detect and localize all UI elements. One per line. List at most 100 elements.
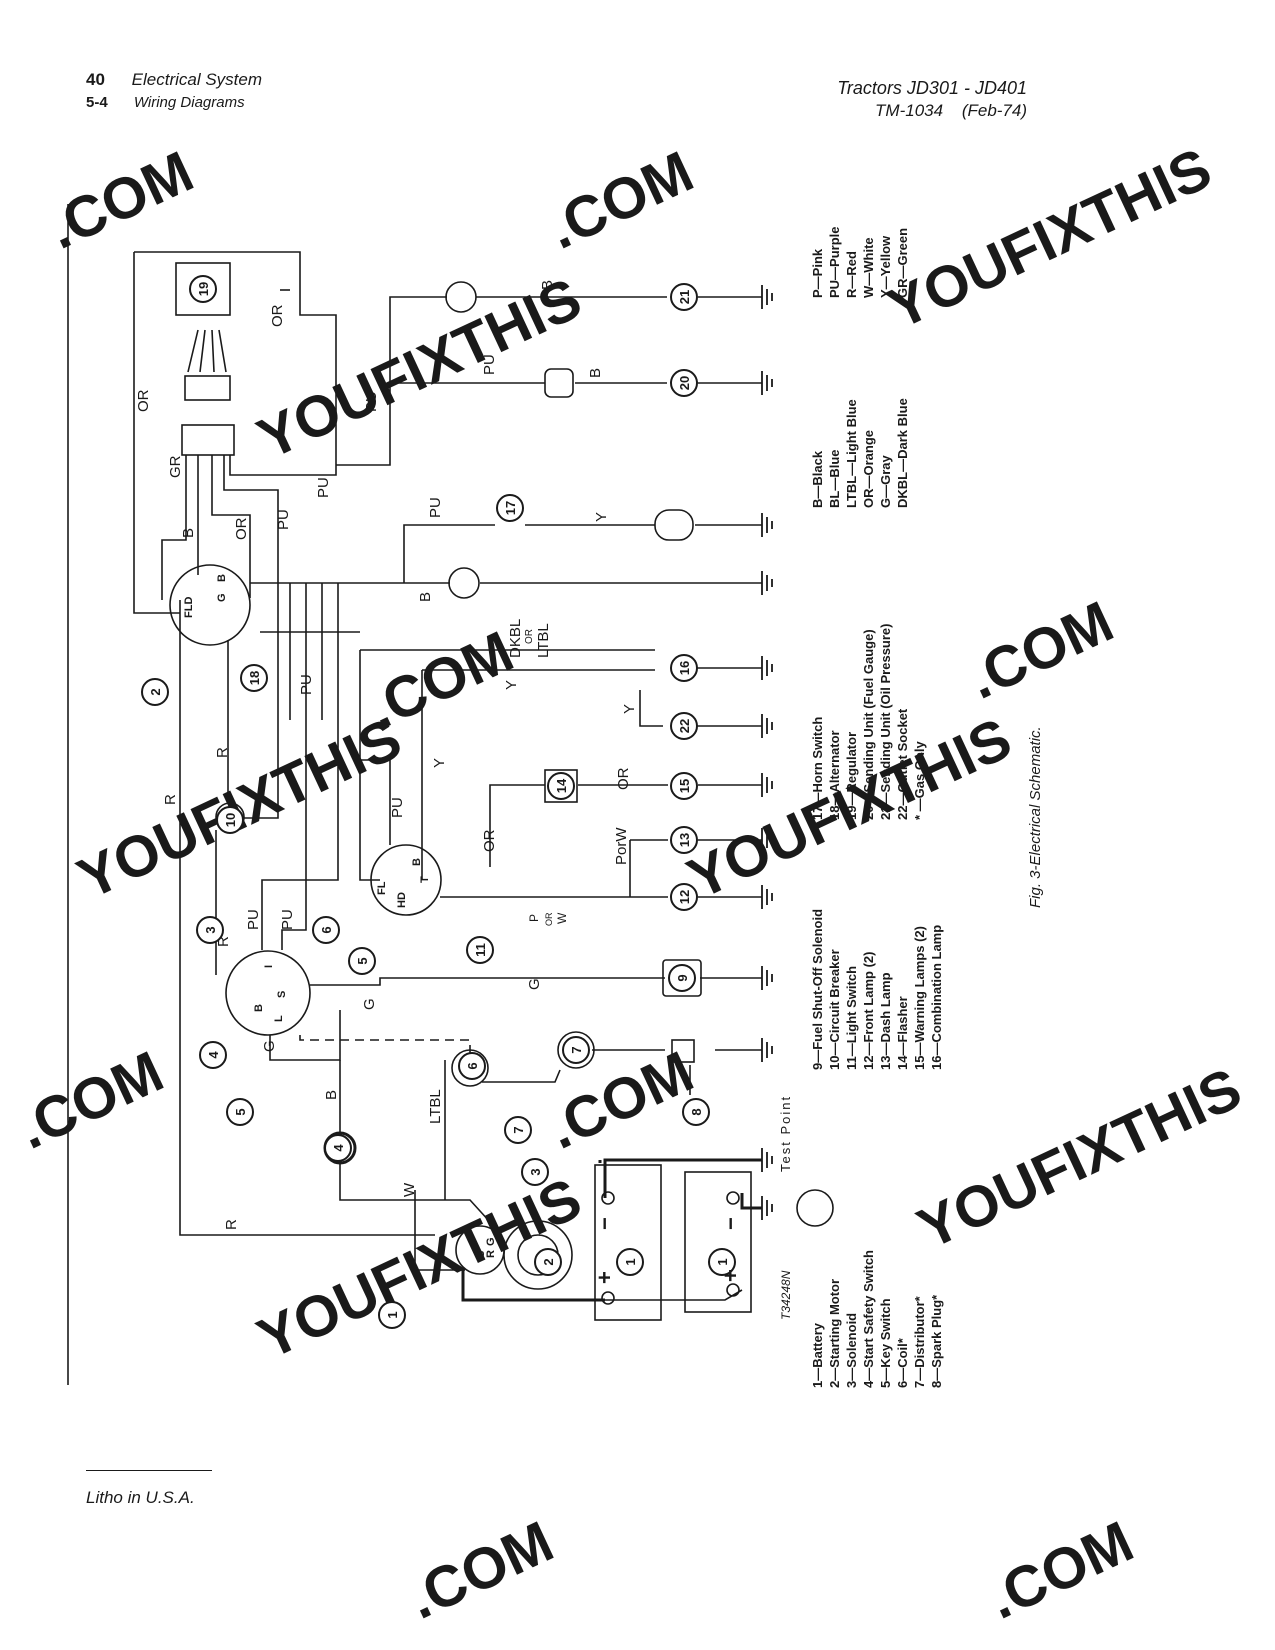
wire-label-or: OR [233,517,250,540]
svg-text:4: 4 [206,1051,221,1059]
wire-pu-lightswitch [359,650,380,881]
wire-batt-pos [461,1270,605,1302]
section-subtitle: Wiring Diagrams [133,94,245,111]
coil-icon [451,1049,489,1087]
ground-icon [761,828,773,852]
footer-text: Litho in U.S.A. [86,1488,195,1507]
wire-pu-horn [403,524,495,583]
svg-text:10: 10 [223,813,238,827]
regulator-top-box [175,262,231,316]
legend-entry: 6—Coil* [895,1337,910,1388]
component-number-11: 11 [466,936,494,964]
wire-r-long [179,600,435,1236]
wire-pu-key [261,720,339,950]
section-subheader: 5-4 Wiring Diagrams [86,94,245,111]
battery-plus: + [592,1271,617,1284]
wire-label-or: OR [269,304,286,327]
wire-label-pu: PU [427,497,444,518]
horn-icon [654,509,694,541]
watermark-text: .COM [978,1509,1143,1632]
wire-label-g: G [261,1040,278,1052]
svg-text:3: 3 [528,1168,543,1175]
test-point-label: Test Point [778,1095,793,1172]
terminal-fld: FLD [183,597,195,618]
svg-text:5: 5 [233,1108,248,1115]
watermark-text: .COM [538,139,703,262]
page-number-header: 40 Electrical System [86,70,262,90]
svg-text:22: 22 [677,719,692,733]
wire-batt-neg-ground [603,1158,762,1198]
ground-icon [761,773,773,797]
terminal-g: G [216,593,228,602]
watermark-text: .COM [398,1509,563,1632]
legend-entry: 12—Front Lamp (2) [861,952,876,1070]
svg-text:17: 17 [503,501,518,515]
component-number-15: 15 [670,772,698,800]
legend-entry: 5—Key Switch [878,1298,893,1388]
wire-batt2-ground [740,1193,762,1210]
component-number-22: 22 [670,712,698,740]
component-number-10: 10 [216,806,244,834]
spark-plug-icon [671,1039,695,1063]
battery-2-terminal-pos [726,1283,740,1297]
ground-symbols [761,285,773,1220]
wire-label-b: B [587,368,604,378]
wire-label-r: R [162,794,179,805]
legend-entry: * —Gas Only [912,740,927,820]
svg-text:7: 7 [569,1046,584,1053]
wire-coil-dist [482,1069,561,1083]
watermark-text: .COM [8,1039,173,1162]
wire-batt-series [605,1289,743,1301]
component-number-13: 13 [670,826,698,854]
fuel-shutoff-box [662,959,702,997]
manual-ref: TM-1034 [875,101,944,120]
wire-label-r: R [214,747,231,758]
terminal-hd: HD [396,892,408,908]
ground-icon [761,371,773,395]
svg-text:19: 19 [196,282,211,296]
terminal-l: L [273,1015,285,1022]
legend-entry: P—Pink [810,248,825,298]
wire-pu-key2 [281,720,307,950]
svg-text:18: 18 [247,671,262,685]
terminal-r: R [485,1250,497,1258]
component-number-3: 3 [521,1158,549,1186]
figure-code: T34248N [779,1270,793,1320]
legend-entry: 21—Sending Unit (Oil Pressure) [878,624,893,821]
wire-label-p: P [527,914,541,922]
legend-entry: Y—Yellow [878,235,893,298]
wire-label-b: B [539,280,556,290]
wire-label-gr: GR [167,455,184,478]
svg-text:6: 6 [465,1062,480,1069]
watermark-text: YOUFIXTHIS [878,136,1221,342]
battery-2-terminal-neg [726,1191,740,1205]
svg-text:20: 20 [677,376,692,390]
component-number-20: 20 [670,369,698,397]
terminal-i: I [263,965,275,968]
wire-label-pu: PU [245,909,262,930]
component-number-1: 1 [616,1248,644,1276]
component-number-9: 9 [668,964,696,992]
component-number-14: 14 [547,772,575,800]
ground-icon [761,656,773,680]
light-switch-body [370,844,442,916]
flasher-box [544,769,578,803]
wire-label-y: Y [503,680,520,690]
battery-terminal-pos [601,1291,615,1305]
ground-icon [761,1148,773,1172]
wire-w [414,1190,465,1271]
wire-orange-left [133,252,180,614]
terminal-labels: FLD G B FL HD T B B S I L S R G + − + − [183,574,743,1284]
wire-pu-cb [240,720,279,819]
legend-entry: BL—Blue [827,450,842,509]
legend-entry: 1—Battery [810,1322,825,1388]
component-number-5: 5 [226,1098,254,1126]
component-number-1: 1 [708,1248,736,1276]
oil-pressure-gauge-icon [445,281,477,313]
wire-label-pu: PU [279,909,296,930]
legend-entry: G—Gray [878,454,893,508]
